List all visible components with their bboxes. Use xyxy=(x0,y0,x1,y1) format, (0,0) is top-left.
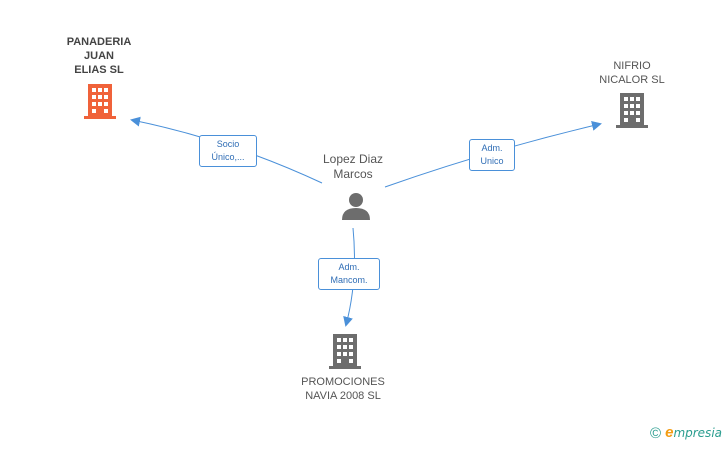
relation-label-panaderia[interactable]: Socio Único,... xyxy=(199,135,257,167)
person-name[interactable]: Lopez Diaz Marcos xyxy=(322,152,384,181)
relation-label-nifrio[interactable]: Adm. Unico xyxy=(469,139,515,171)
relation-label-promociones[interactable]: Adm. Mancom. xyxy=(318,258,380,290)
brand-logo[interactable]: ©empresia xyxy=(650,424,722,442)
building-icon[interactable] xyxy=(84,84,116,120)
copyright-icon: © xyxy=(650,425,662,442)
building-icon[interactable] xyxy=(616,93,648,129)
building-icon[interactable] xyxy=(329,334,361,370)
company-name-promociones[interactable]: PROMOCIONES NAVIA 2008 SL xyxy=(301,376,385,402)
person-icon[interactable] xyxy=(341,191,371,221)
company-name-panaderia[interactable]: PANADERIA JUAN ELIAS SL xyxy=(66,36,132,76)
company-name-nifrio[interactable]: NIFRIO NICALOR SL xyxy=(599,60,665,86)
